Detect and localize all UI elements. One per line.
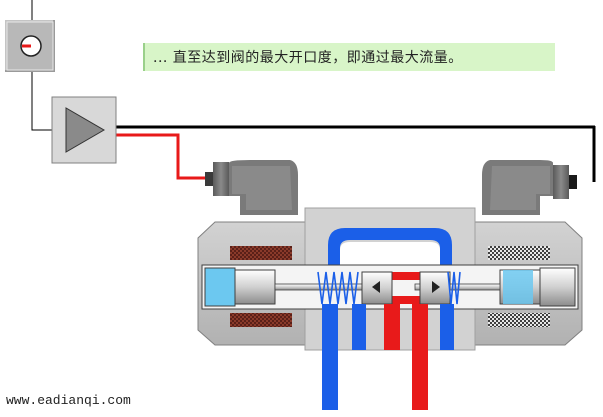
solenoid-coil-icon bbox=[230, 246, 550, 327]
right-connector bbox=[482, 160, 577, 215]
pressure-channel bbox=[392, 272, 422, 304]
amplifier-triangle-icon bbox=[65, 107, 105, 153]
armature-left bbox=[204, 267, 276, 307]
amplifier-box[interactable] bbox=[51, 96, 117, 164]
signal-wiring bbox=[31, 0, 596, 182]
caption-text: ... 直至达到阀的最大开口度，即通过最大流量。 bbox=[153, 50, 463, 66]
website-url: www.eadianqi.com bbox=[6, 393, 131, 408]
armature-right bbox=[499, 267, 576, 307]
caption-box: ... 直至达到阀的最大开口度，即通过最大流量。 bbox=[143, 43, 555, 71]
setpoint-dial-icon bbox=[20, 35, 42, 57]
spool bbox=[361, 271, 451, 305]
setpoint-box[interactable] bbox=[5, 20, 55, 72]
left-connector bbox=[205, 160, 298, 215]
ports bbox=[322, 304, 454, 410]
